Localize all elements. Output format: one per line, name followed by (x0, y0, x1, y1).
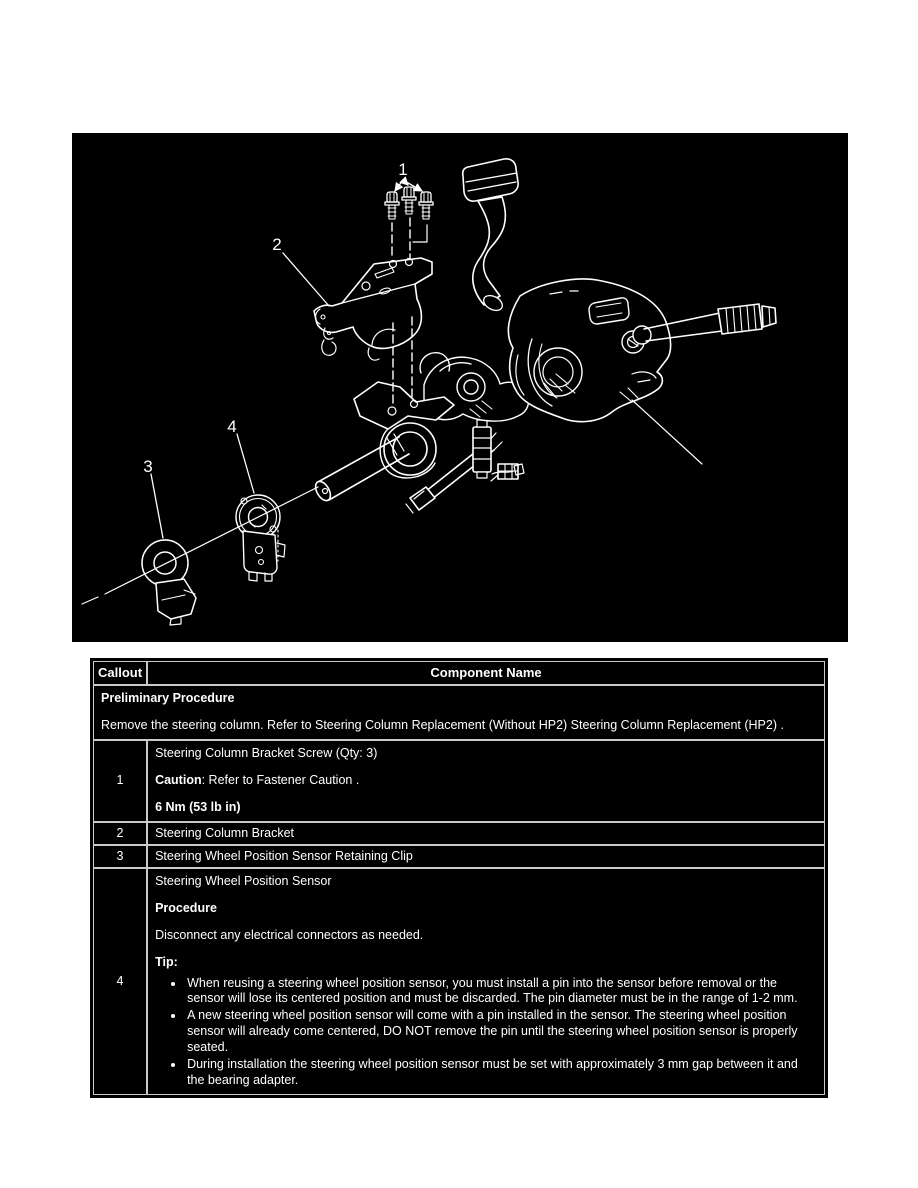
callout-label-1: 1 (398, 160, 407, 179)
steering-column-diagram: 1 2 3 4 (81, 158, 777, 626)
table-row: 2 Steering Column Bracket (93, 821, 825, 845)
tip-label: Tip: (155, 954, 178, 969)
callout-column-header: Callout (93, 661, 148, 685)
retaining-clip (141, 539, 197, 626)
callout-number: 4 (93, 867, 148, 1095)
caution-label: Caution (155, 772, 202, 787)
callout-table: Callout Component Name Preliminary Proce… (90, 658, 828, 1098)
steering-column-bracket (313, 257, 433, 361)
axis-line (81, 486, 319, 605)
column-clamp (379, 422, 437, 479)
component-cell: Steering Column Bracket (147, 821, 825, 845)
steering-column-figure: 1 2 3 4 (72, 133, 848, 642)
callout-number: 2 (93, 821, 148, 845)
callout-label-2: 2 (272, 235, 281, 254)
callout-table-container: Callout Component Name Preliminary Proce… (90, 658, 828, 1098)
screw-1 (384, 191, 400, 220)
component-name-column-header: Component Name (147, 661, 825, 685)
tip-item: A new steering wheel position sensor wil… (185, 1008, 817, 1056)
preliminary-procedure-row: Preliminary Procedure Remove the steerin… (93, 684, 825, 740)
procedure-label: Procedure (155, 900, 217, 915)
callout-label-4: 4 (227, 417, 236, 436)
table-row: 1 Steering Column Bracket Screw (Qty: 3)… (93, 739, 825, 822)
component-cell: Steering Wheel Position Sensor Procedure… (147, 867, 825, 1095)
callout-number: 1 (93, 739, 148, 822)
preliminary-procedure-text: Remove the steering column. Refer to Ste… (101, 717, 784, 732)
steering-shaft (314, 433, 410, 502)
table-row: 3 Steering Wheel Position Sensor Retaini… (93, 844, 825, 868)
callout-label-3: 3 (143, 457, 152, 476)
component-name: Steering Column Bracket Screw (Qty: 3) (155, 745, 378, 760)
bracket-screws (384, 186, 434, 408)
lower-shaft-linkage (405, 419, 525, 514)
component-name: Steering Wheel Position Sensor (155, 873, 332, 888)
component-cell: Steering Column Bracket Screw (Qty: 3) C… (147, 739, 825, 822)
component-cell: Steering Wheel Position Sensor Retaining… (147, 844, 825, 868)
tip-list: When reusing a steering wheel position s… (155, 976, 817, 1089)
tip-item: During installation the steering wheel p… (185, 1057, 817, 1089)
column-housing (507, 278, 703, 465)
tip-item: When reusing a steering wheel position s… (185, 976, 817, 1008)
callout-leaders (150, 176, 423, 539)
table-header-row: Callout Component Name (93, 661, 825, 685)
caution-text: : Refer to Fastener Caution . (201, 772, 360, 787)
screw-2 (401, 186, 417, 215)
preliminary-procedure-cell: Preliminary Procedure Remove the steerin… (93, 684, 825, 740)
turn-signal-stalk (461, 158, 519, 312)
callout-number: 3 (93, 844, 148, 868)
wiper-stalk (632, 303, 777, 345)
torque-spec: 6 Nm (53 lb in) (155, 799, 241, 814)
procedure-text: Disconnect any electrical connectors as … (155, 927, 424, 942)
screw-centerlines (391, 217, 413, 408)
caution-note: Caution: Refer to Fastener Caution . (155, 773, 817, 788)
table-row: 4 Steering Wheel Position Sensor Procedu… (93, 867, 825, 1095)
screw-3 (418, 191, 434, 220)
preliminary-procedure-title: Preliminary Procedure (101, 690, 235, 705)
